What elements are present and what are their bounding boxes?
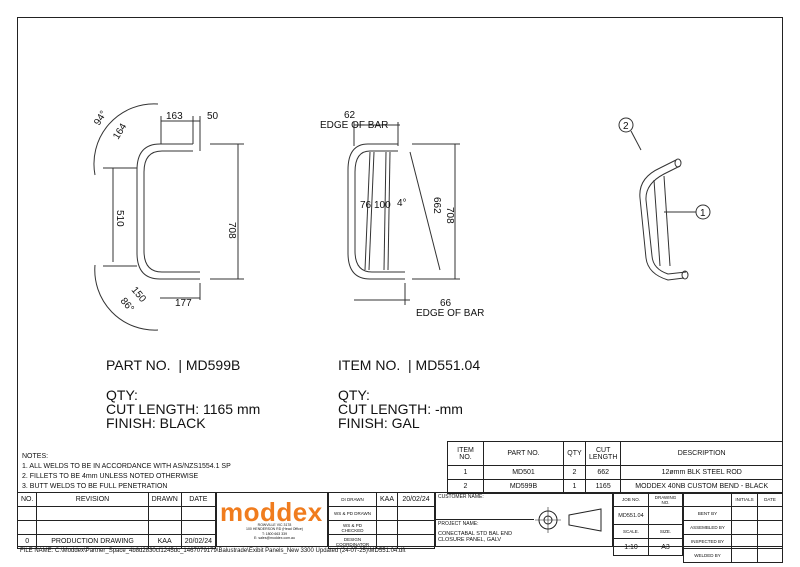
signoff-label: ASSEMBLED BY [683, 520, 732, 535]
sheet-size: A3 [648, 538, 683, 556]
job-label: JOB NO. [613, 492, 649, 507]
revision-cell: PRODUCTION DRAWING [36, 534, 149, 549]
address-line: 100 HENDERSON RD (Head Office) [246, 527, 303, 532]
bom-cell: MD501 [483, 465, 564, 480]
roles-table: DI DRAWN KAA 20/02/24 WS & PD DRAWN WS &… [328, 492, 435, 549]
signoff-label: WELDED BY [683, 548, 732, 563]
address-line: E: sales@moddex.com.au [254, 535, 295, 540]
customer-label: CUSTOMER NAME: [438, 494, 484, 500]
bom-header-description: DESCRIPTION [620, 441, 783, 466]
revision-header: REVISION [36, 492, 149, 507]
projection-symbol-icon [535, 507, 602, 533]
dim-left-94: 94° [92, 109, 109, 128]
project-name: CONECTABAL STD BAL END CLOSURE PANEL, GA… [438, 531, 513, 543]
notes-heading: NOTES: [22, 453, 49, 460]
bom-table: ITEM NO. PART NO. QTY CUT LENGTH DESCRIP… [447, 441, 783, 494]
middle-view [347, 122, 460, 305]
dim-mid-62: 62 [344, 110, 356, 121]
table-row: 2 MD599B 1 1165 MODDEX 40NB CUSTOM BEND … [447, 479, 783, 494]
dim-mid-708: 708 [444, 207, 455, 224]
bom-cell: 2 [563, 465, 586, 480]
dim-mid-662: 662 [431, 197, 442, 214]
dim-left-177: 177 [175, 298, 192, 309]
balloon-1: 1 [700, 208, 706, 219]
size-label: SIZE. [648, 524, 683, 539]
part-cut-length: CUT LENGTH: 1165 mm [106, 401, 261, 417]
revision-header: NO. [16, 492, 38, 507]
bom-header-qty: QTY [563, 441, 586, 466]
signoff-label: INSPECTED BY [683, 534, 732, 549]
company-address: ROWVILLE VIC 3178 100 HENDERSON RD (Head… [232, 523, 317, 540]
edge-of-bar-top: EDGE OF BAR [320, 120, 388, 131]
logo-box [216, 492, 328, 547]
role-date: 20/02/24 [397, 492, 435, 507]
item-number-line: ITEM NO. | MD551.04 [338, 357, 481, 373]
note-line: 2. FILLETS TO BE 4mm UNLESS NOTED OTHERW… [22, 473, 199, 480]
role-value: KAA [375, 492, 399, 507]
drawing-label: DRAWING NO. [648, 492, 683, 507]
dim-left-164: 164 [111, 121, 129, 141]
bom-cell: 662 [584, 465, 622, 480]
address-line: T: 1800 663 339 [261, 531, 288, 536]
bom-cell: 1 [447, 465, 484, 480]
revision-table: NO. REVISION DRAWN DATE 0 PRODUCTION DRA… [16, 492, 217, 549]
role-label: WS & PD DRAWN [328, 506, 377, 521]
bom-cell: 1165 [584, 479, 622, 494]
revision-cell: 20/02/24 [180, 534, 217, 549]
dim-mid-76: 76 [360, 200, 372, 211]
role-label: WS & PD CHECKED [328, 520, 377, 535]
dim-left-708: 708 [226, 222, 237, 239]
part-finish: FINISH: BLACK [106, 415, 206, 431]
bom-cell: 12ømm BLK STEEL ROD [620, 465, 783, 480]
bom-header-cut: CUT LENGTH [584, 441, 622, 466]
revision-header: DRAWN [147, 492, 182, 507]
dim-left-50: 50 [207, 111, 219, 122]
item-qty: QTY: [338, 387, 370, 403]
scale-value: 1:10 [613, 538, 649, 556]
date-header: DATE [757, 492, 783, 507]
dim-left-163: 163 [166, 111, 183, 122]
role-label: DESIGN COORDINATOR [328, 534, 377, 549]
notes: NOTES: 1. ALL WELDS TO BE IN ACCORDANCE … [22, 452, 231, 492]
bom-header-item: ITEM NO. [447, 441, 484, 466]
title-block-customer: CUSTOMER NAME: PROJECT NAME: CONECTABAL … [435, 492, 613, 547]
revision-cell: KAA [147, 534, 182, 549]
job-number: MD551.04 [613, 506, 649, 525]
iso-view [618, 117, 711, 281]
revision-cell: 0 [16, 534, 38, 549]
part-number-line: PART NO. | MD599B [106, 357, 241, 373]
moddex-logo: moddex [220, 497, 323, 527]
signoff-label: BENT BY [683, 506, 732, 521]
left-view [93, 103, 244, 331]
dim-left-86: 86° [118, 296, 136, 315]
table-row: 0 PRODUCTION DRAWING KAA 20/02/24 [16, 534, 217, 549]
file-name: FILE NAME: C:\Moddex\Partner_Space_4b8d2… [20, 548, 406, 554]
dim-mid-4deg: 4° [397, 198, 407, 209]
revision-header: DATE [180, 492, 217, 507]
dim-mid-100: 100 [374, 200, 391, 211]
role-label: DI DRAWN [328, 492, 377, 507]
item-finish: FINISH: GAL [338, 415, 420, 431]
edge-of-bar-bottom: EDGE OF BAR [416, 308, 484, 319]
job-table: JOB NO. DRAWING NO. MD551.04 SCALE. SIZE… [613, 492, 683, 556]
balloon-2: 2 [623, 121, 629, 132]
project-label: PROJECT NAME: [438, 521, 479, 527]
bom-header-part: PART NO. [483, 441, 564, 466]
note-line: 1. ALL WELDS TO BE IN ACCORDANCE WITH AS… [22, 463, 231, 470]
note-line: 3. BUTT WELDS TO BE FULL PENETRATION [22, 483, 168, 490]
table-row: 1 MD501 2 662 12ømm BLK STEEL ROD [447, 465, 783, 480]
part-qty: QTY: [106, 387, 138, 403]
address-line: ROWVILLE VIC 3178 [257, 523, 292, 527]
initials-header: INITIALS [731, 492, 758, 507]
item-cut-length: CUT LENGTH: -mm [338, 401, 463, 417]
dim-mid-66: 66 [440, 298, 452, 309]
scale-label: SCALE. [613, 524, 649, 539]
signoff-table: INITIALS DATE BENT BY ASSEMBLED BY INSPE… [683, 492, 783, 563]
dim-left-510: 510 [114, 210, 125, 227]
